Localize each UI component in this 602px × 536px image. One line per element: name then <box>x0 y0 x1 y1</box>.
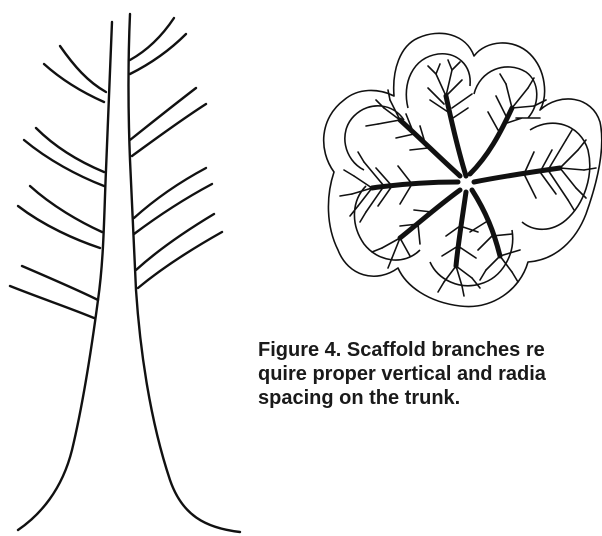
canopy-lobe-northeast <box>474 67 537 118</box>
caption-line-1: Figure 4. Scaffold branches re <box>258 338 602 362</box>
caption-line-3: spacing on the trunk. <box>258 386 602 410</box>
radial-limb-southeast <box>472 190 500 256</box>
canopy-lobe-east <box>522 123 590 229</box>
radial-limb-west <box>372 182 458 188</box>
radial-limb-east <box>474 168 560 182</box>
radial-limb-south <box>456 192 466 266</box>
figure-caption: Figure 4. Scaffold branches re quire pro… <box>258 338 602 410</box>
caption-line-2: quire proper vertical and radia <box>258 362 602 386</box>
radial-limb-southwest <box>400 190 460 238</box>
